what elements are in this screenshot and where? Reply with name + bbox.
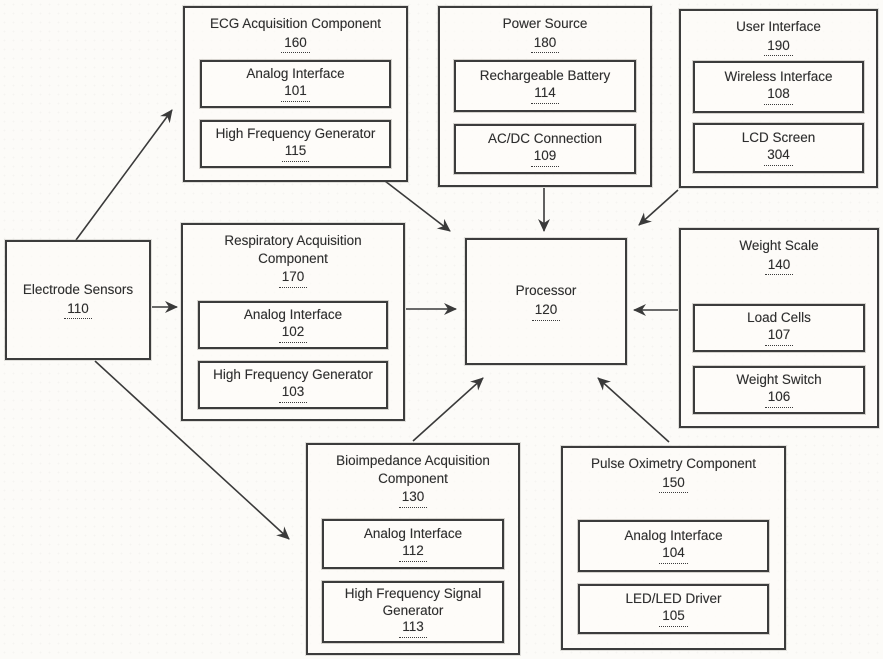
subnode-title: LCD Screen [741, 130, 816, 146]
subnode-title: LED/LED Driver [625, 591, 722, 607]
node-title: Respiratory Acquisition Component [224, 233, 362, 266]
subnode-high-frequency-generator-115: High Frequency Generator 115 [200, 120, 391, 168]
subnode-ref: 304 [764, 147, 793, 166]
subnode-title: Analog Interface [363, 526, 463, 542]
subnode-ref: 112 [399, 543, 427, 562]
arrow-ui-to-processor [638, 189, 679, 226]
subnode-title: Analog Interface [624, 528, 723, 544]
subnode-acdc-connection-109: AC/DC Connection 109 [454, 124, 636, 174]
subnode-ref: 107 [764, 327, 794, 346]
subnode-ref: 113 [399, 619, 427, 639]
subnode-ref: 101 [281, 83, 310, 102]
subnode-wireless-interface-108: Wireless Interface 108 [693, 61, 864, 113]
subnode-lcd-screen-304: LCD Screen 304 [693, 123, 864, 173]
node-ref: 190 [681, 36, 876, 57]
node-ref: 180 [440, 33, 650, 54]
subnode-title: Weight Switch [736, 372, 822, 388]
arrow-electrode-to-ecg [75, 109, 173, 241]
subnode-load-cells-107: Load Cells 107 [693, 304, 865, 352]
node-title: Electrode Sensors [22, 281, 134, 297]
node-ref: 140 [681, 255, 877, 276]
node-title: Weight Scale [739, 238, 819, 253]
subnode-analog-interface-104: Analog Interface 104 [578, 520, 769, 572]
node-ecg-acquisition-component: ECG Acquisition Component 160 Analog Int… [183, 6, 408, 182]
subnode-title: Wireless Interface [724, 69, 833, 85]
subnode-ref: 106 [764, 389, 794, 408]
node-ref: 170 [183, 267, 403, 288]
node-title: ECG Acquisition Component [209, 16, 382, 31]
node-weight-scale: Weight Scale 140 Load Cells 107 Weight S… [679, 228, 879, 428]
node-processor: Processor 120 [465, 238, 627, 365]
subnode-title: AC/DC Connection [487, 131, 603, 147]
subnode-ref: 103 [278, 384, 308, 403]
subnode-led-led-driver-105: LED/LED Driver 105 [578, 584, 769, 634]
node-user-interface: User Interface 190 Wireless Interface 10… [679, 9, 878, 188]
subnode-title: High Frequency Signal Generator [344, 585, 482, 618]
node-ref: 130 [308, 487, 518, 508]
node-title: Pulse Oximetry Component [590, 456, 757, 471]
subnode-title: High Frequency Generator [215, 126, 376, 142]
subnode-ref: 104 [659, 545, 688, 564]
node-title: Power Source [502, 16, 588, 31]
node-bioimpedance-acquisition-component: Bioimpedance Acquisition Component 130 A… [306, 443, 520, 655]
node-ref: 150 [563, 473, 784, 494]
node-pulse-oximetry-component: Pulse Oximetry Component 150 Analog Inte… [561, 446, 786, 650]
node-ref: 110 [64, 299, 92, 320]
arrow-bioimpedance-to-processor [412, 377, 484, 442]
node-electrode-sensors: Electrode Sensors 110 [5, 240, 151, 360]
subnode-title: Analog Interface [246, 66, 345, 82]
node-ref: 160 [185, 33, 406, 54]
subnode-title: Load Cells [747, 310, 811, 326]
subnode-title: Rechargeable Battery [479, 68, 611, 84]
subnode-ref: 108 [764, 86, 793, 105]
subnode-rechargeable-battery-114: Rechargeable Battery 114 [454, 60, 636, 112]
subnode-ref: 105 [659, 608, 688, 627]
subnode-title: High Frequency Generator [213, 367, 373, 383]
node-title: Bioimpedance Acquisition Component [336, 453, 490, 486]
subnode-ref: 115 [281, 143, 310, 162]
node-title: User Interface [736, 19, 821, 34]
node-title: Processor [515, 283, 577, 299]
subnode-ref: 114 [531, 85, 559, 104]
subnode-analog-interface-101: Analog Interface 101 [200, 60, 391, 108]
subnode-ref: 102 [278, 324, 308, 343]
node-respiratory-acquisition-component: Respiratory Acquisition Component 170 An… [181, 223, 405, 421]
subnode-title: Analog Interface [243, 307, 343, 323]
arrow-pulseox-to-processor [597, 377, 670, 443]
subnode-weight-switch-106: Weight Switch 106 [693, 366, 865, 414]
subnode-high-frequency-generator-103: High Frequency Generator 103 [198, 361, 388, 409]
subnode-ref: 109 [530, 148, 560, 167]
subnode-high-frequency-signal-generator-113: High Frequency Signal Generator 113 [322, 581, 504, 643]
node-power-source: Power Source 180 Rechargeable Battery 11… [438, 6, 652, 187]
subnode-analog-interface-112: Analog Interface 112 [322, 519, 504, 569]
node-ref: 120 [531, 300, 561, 321]
subnode-analog-interface-102: Analog Interface 102 [198, 301, 388, 349]
